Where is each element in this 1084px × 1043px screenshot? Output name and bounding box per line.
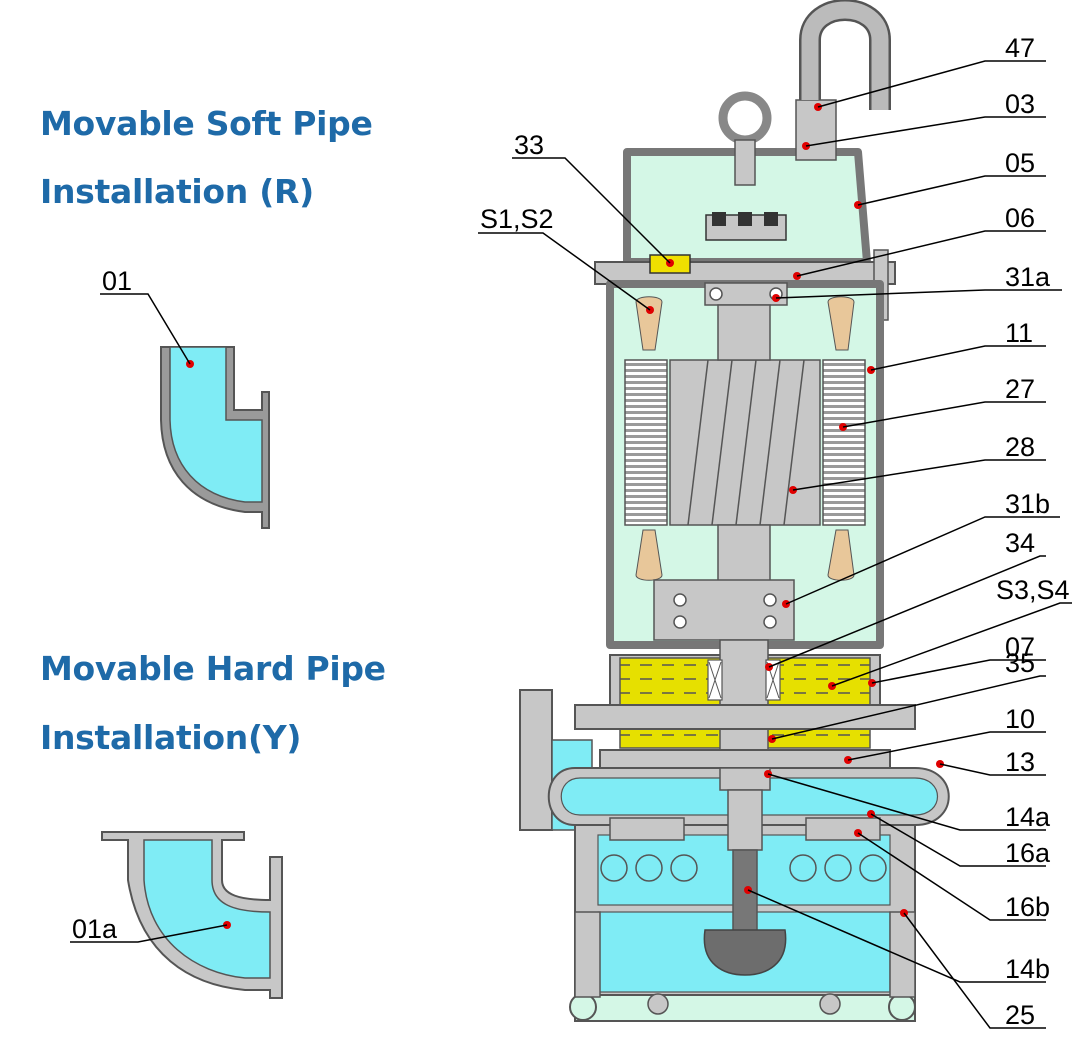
label-16b: 16b [1005,892,1050,922]
label-31a: 31a [1005,262,1051,292]
label-13: 13 [1005,747,1035,777]
label-01: 01 [102,266,132,296]
label-s1-s2: S1,S2 [480,204,554,234]
soft-pipe-title-line1: Movable Soft Pipe [40,104,373,143]
hard-pipe-title-line1: Movable Hard Pipe [40,649,386,688]
label-16a: 16a [1005,838,1051,868]
label-03: 03 [1005,89,1035,119]
label-31b: 31b [1005,489,1050,519]
label-14a: 14a [1005,802,1051,832]
label-28: 28 [1005,432,1035,462]
pump-assembly [519,0,950,1022]
label-01a: 01a [72,914,118,944]
hard-pipe-title-line2: Installation(Y) [40,718,302,757]
label-25: 25 [1005,1000,1035,1030]
discharge-flange [519,689,553,831]
label-35: 35 [1005,648,1035,678]
label-47: 47 [1005,33,1035,63]
label-34: 34 [1005,528,1035,558]
leader-lines [70,60,1072,1029]
soft-pipe-elbow [160,346,270,529]
label-11: 11 [1005,318,1033,348]
label-s3-s4: S3,S4 [996,575,1070,605]
label-05: 05 [1005,148,1035,178]
soft-pipe-title-line2: Installation (R) [40,172,314,211]
label-06: 06 [1005,203,1035,233]
label-27: 27 [1005,374,1035,404]
label-07: 07 [1005,632,1035,662]
hard-pipe-elbow [101,831,283,999]
label-10: 10 [1005,704,1035,734]
label-33: 33 [514,130,544,160]
label-14b: 14b [1005,954,1050,984]
